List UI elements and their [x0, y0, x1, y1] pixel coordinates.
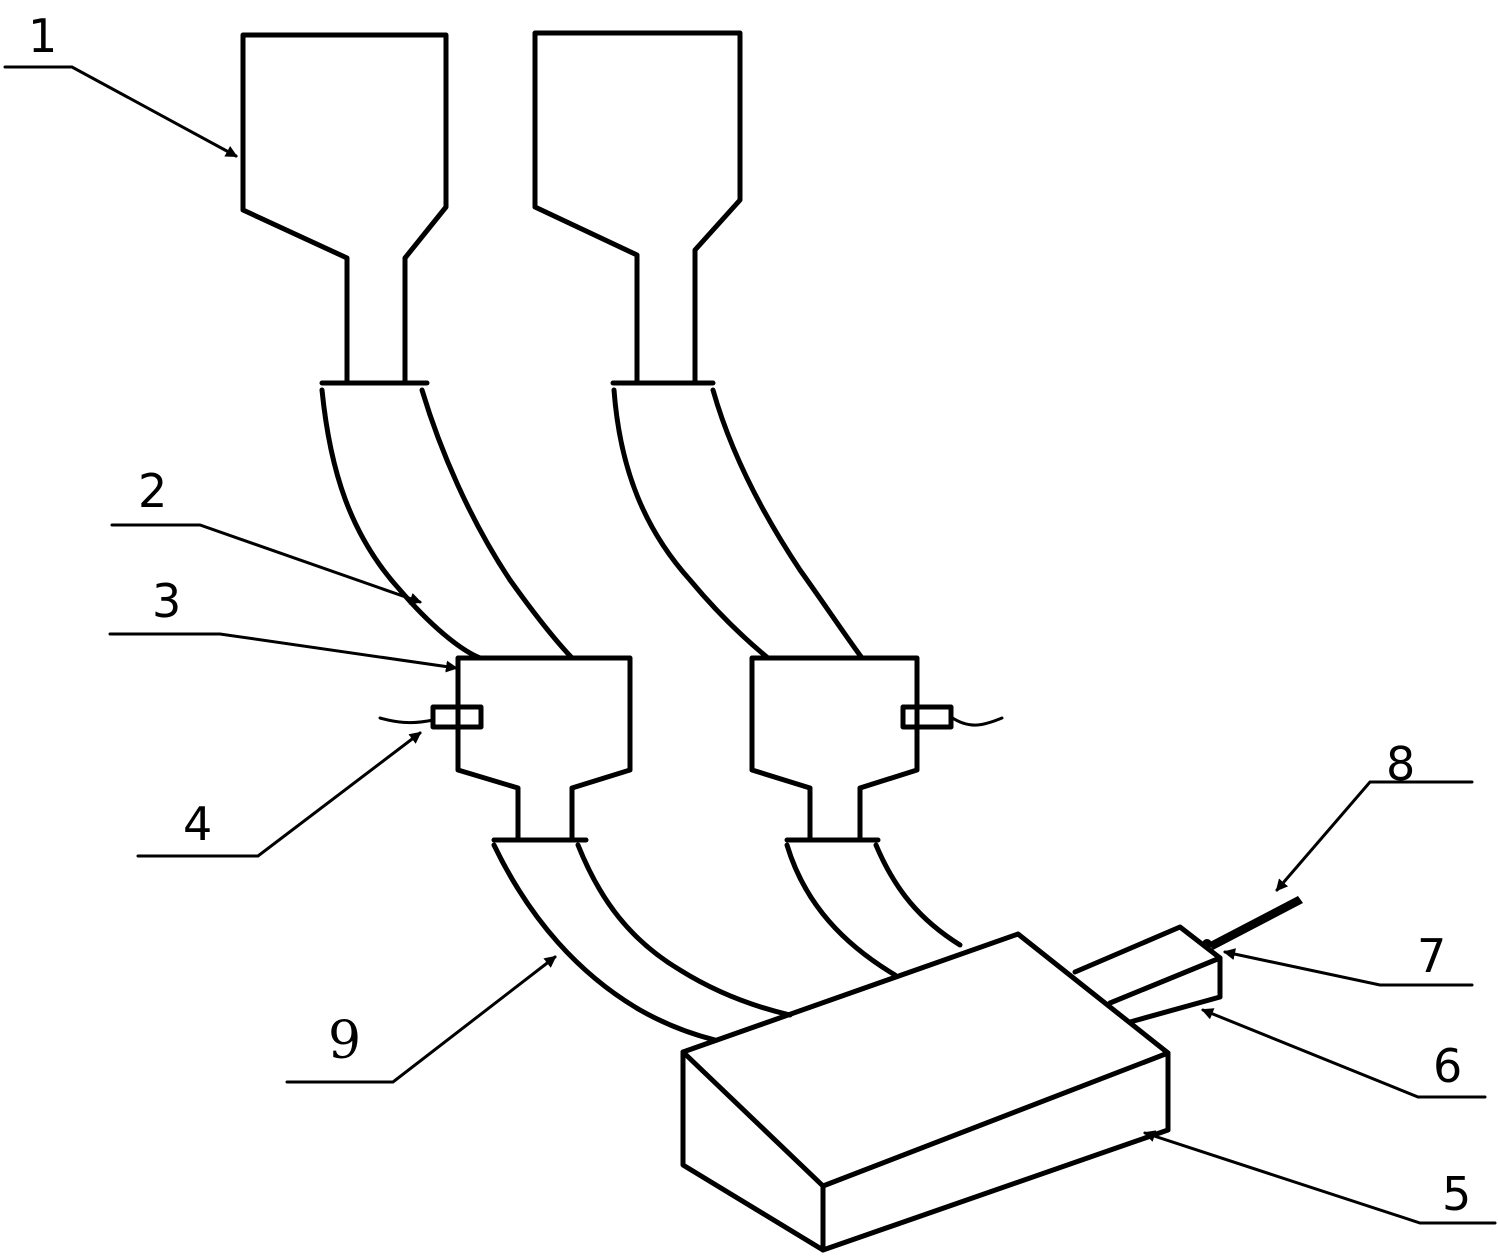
label-1: 1: [28, 9, 57, 63]
right-upper-chute: [611, 387, 865, 661]
left-vibrator: [430, 704, 484, 730]
label-9: 9: [328, 1011, 361, 1071]
right-buffer-hopper: [749, 655, 1004, 843]
right-lower-chute: [784, 842, 963, 978]
leader-lines: [3, 65, 1497, 1225]
label-3: 3: [152, 574, 181, 628]
label-6: 6: [1433, 1039, 1462, 1093]
label-7: 7: [1417, 929, 1446, 983]
mixing-box: [680, 931, 1171, 1253]
label-8: 8: [1386, 737, 1415, 791]
right-hopper: [532, 30, 743, 386]
label-2: 2: [138, 464, 167, 518]
label-5: 5: [1442, 1167, 1471, 1221]
left-upper-chute: [319, 387, 575, 661]
left-buffer-hopper: [378, 655, 633, 843]
outlet-tube: [1072, 924, 1223, 1025]
right-vibrator: [900, 704, 954, 730]
left-lower-chute: [491, 842, 793, 1043]
probe: [1202, 896, 1303, 950]
label-4: 4: [183, 797, 212, 851]
left-hopper: [240, 32, 449, 386]
